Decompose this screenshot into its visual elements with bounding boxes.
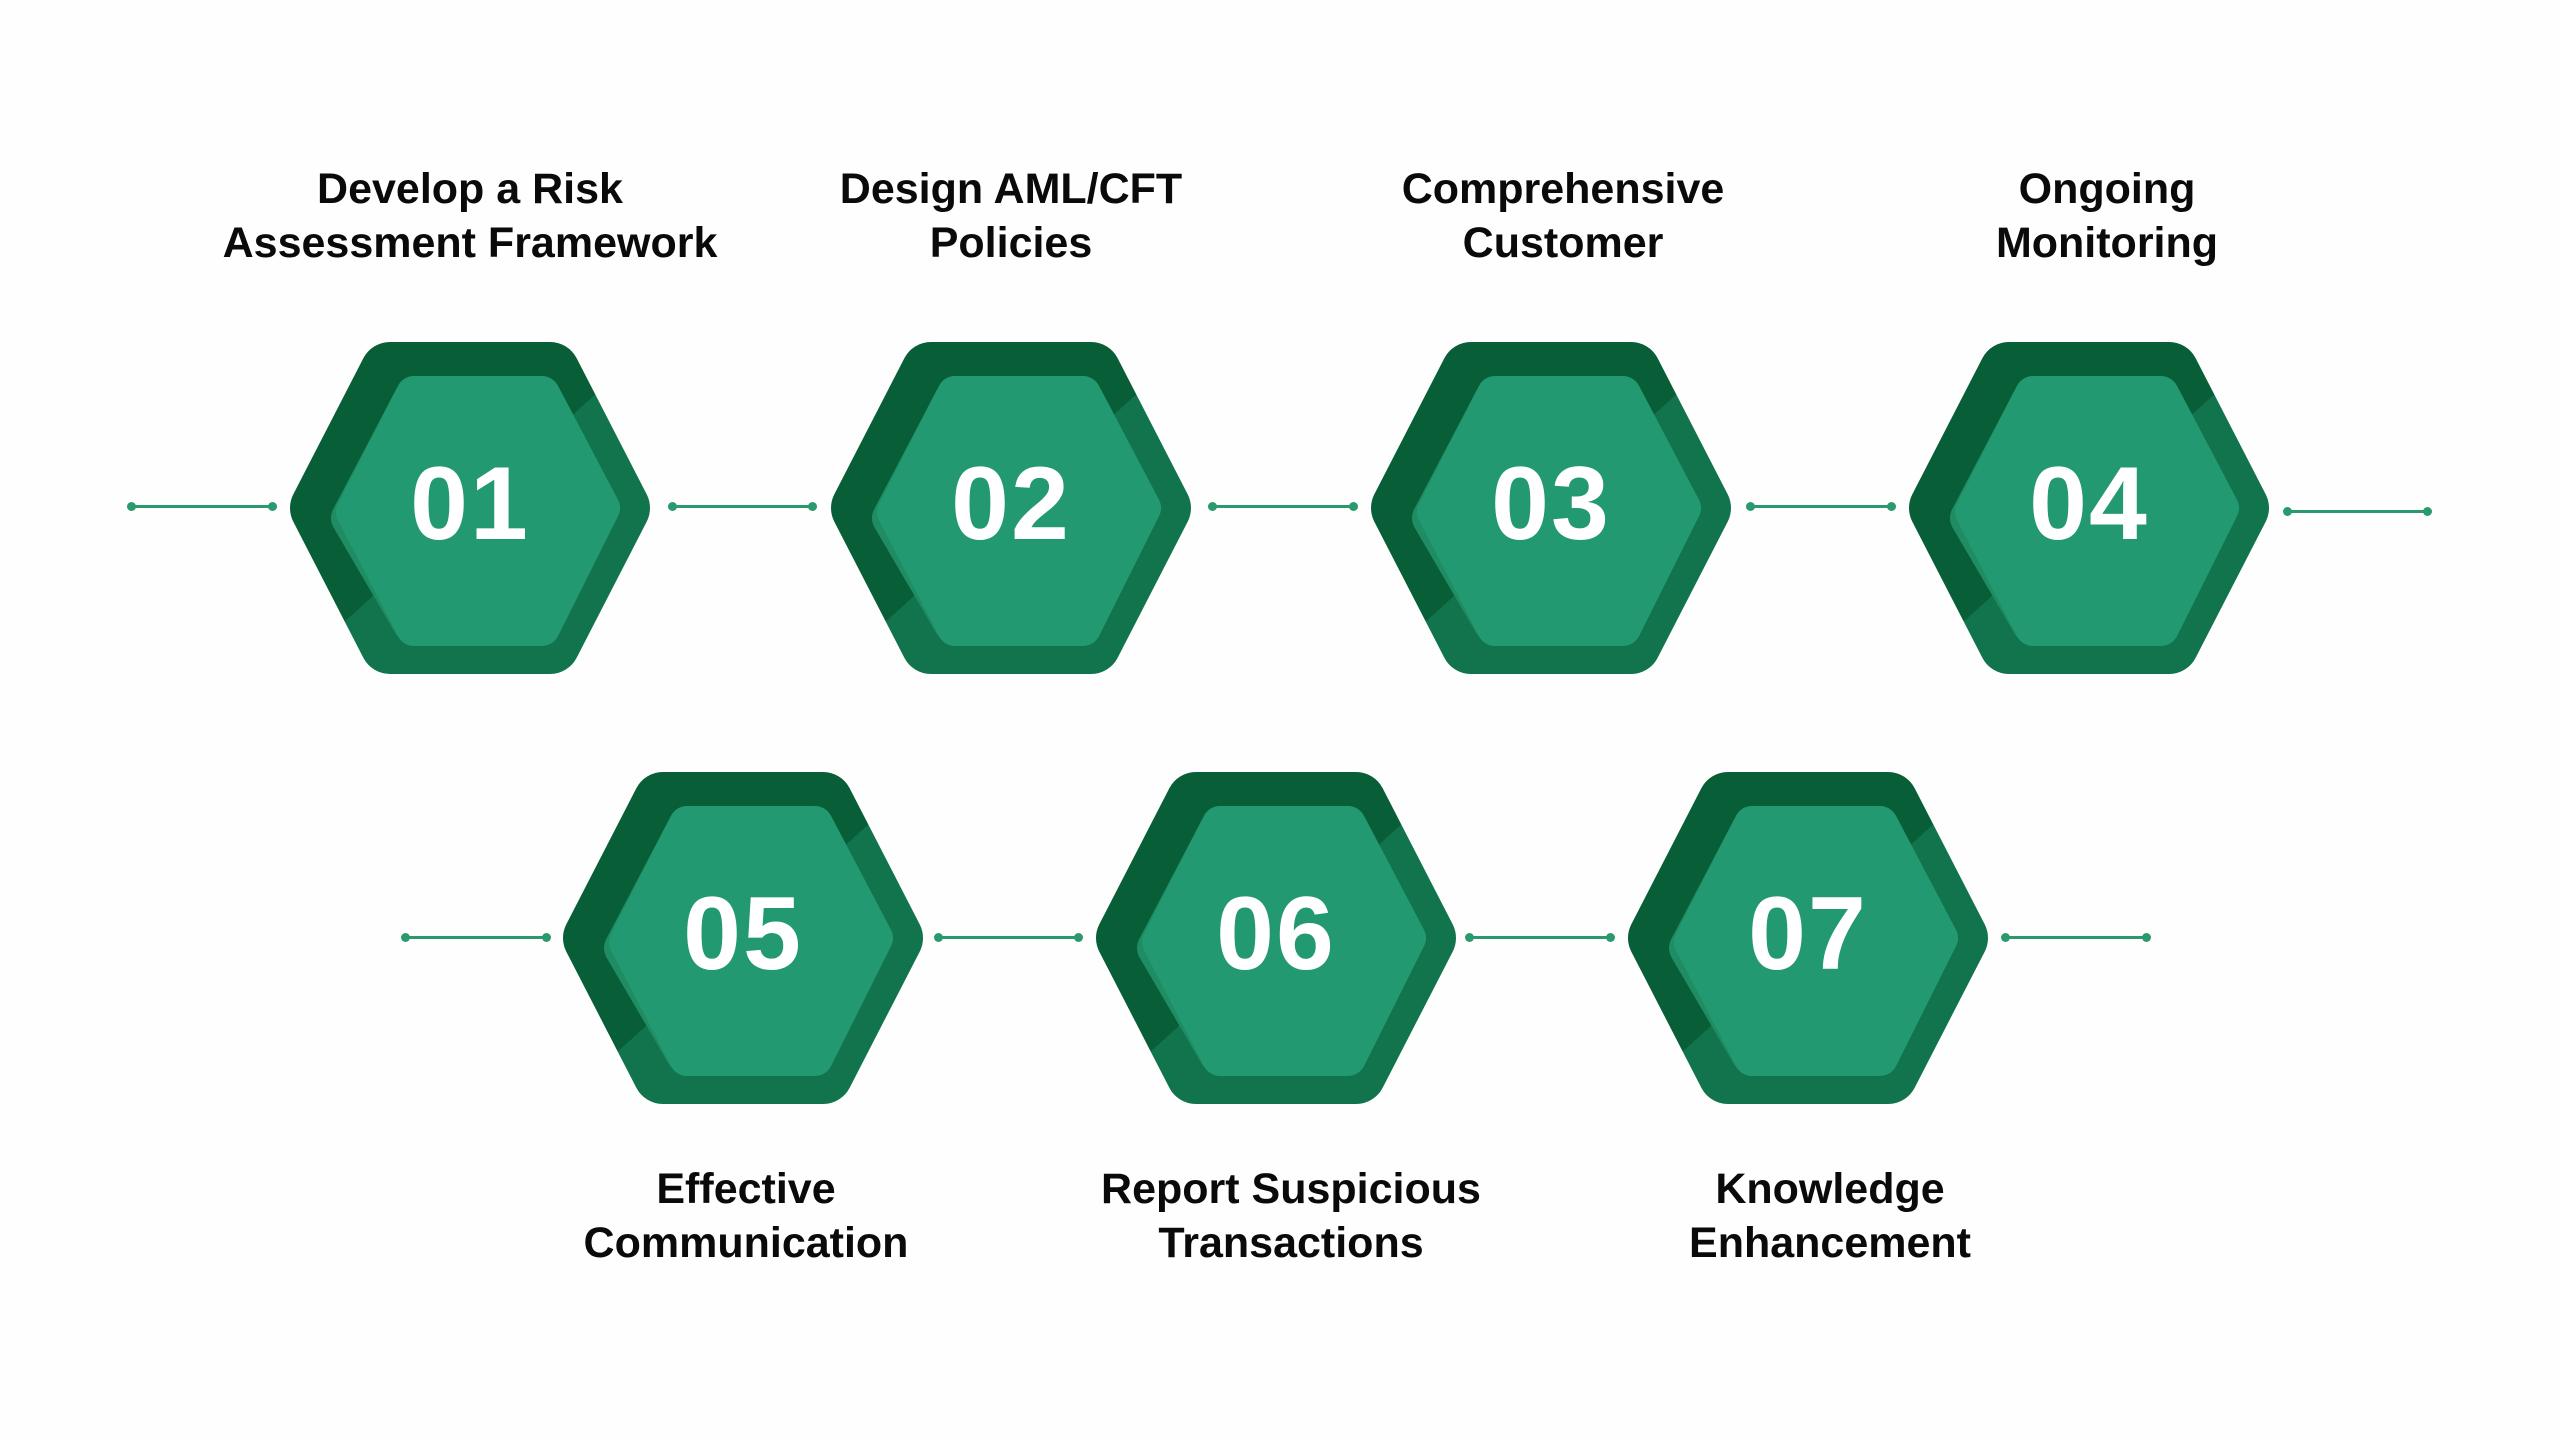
step-number: 05 <box>683 875 803 992</box>
step-hexagon-02: 02 <box>831 342 1191 674</box>
step-number: 07 <box>1748 875 1868 992</box>
step-label-05: Effective Communication <box>466 1162 1026 1270</box>
step-hexagon-04: 04 <box>1909 342 2269 674</box>
step-label-06: Report Suspicious Transactions <box>1011 1162 1571 1270</box>
label-line: Enhancement <box>1689 1219 1971 1267</box>
step-number: 03 <box>1491 445 1611 562</box>
step-number: 06 <box>1216 875 1336 992</box>
connector-line <box>2001 933 2151 942</box>
step-hexagon-07: 07 <box>1628 772 1988 1104</box>
label-line: Develop a Risk <box>317 165 623 213</box>
label-line: Transactions <box>1158 1219 1424 1267</box>
step-label-03: Comprehensive Customer <box>1283 162 1843 270</box>
connector-line <box>2283 507 2432 516</box>
step-number: 02 <box>951 445 1071 562</box>
step-hexagon-05: 05 <box>563 772 923 1104</box>
label-line: Assessment Framework <box>222 219 718 267</box>
label-line: Monitoring <box>1995 219 2219 267</box>
label-line: Ongoing <box>2018 165 2196 213</box>
step-label-04: Ongoing Monitoring <box>1827 162 2387 270</box>
label-line: Effective <box>656 1165 836 1213</box>
step-hexagon-01: 01 <box>290 342 650 674</box>
label-line: Knowledge <box>1715 1165 1945 1213</box>
step-number: 01 <box>410 445 530 562</box>
connector-line <box>1465 933 1615 942</box>
step-label-01: Develop a Risk Assessment Framework <box>190 162 750 270</box>
connector-line <box>127 502 277 511</box>
label-line: Report Suspicious <box>1101 1165 1481 1213</box>
step-hexagon-03: 03 <box>1371 342 1731 674</box>
connector-line <box>401 933 551 942</box>
connector-line <box>934 933 1083 942</box>
step-label-07: Knowledge Enhancement <box>1550 1162 2110 1270</box>
label-line: Comprehensive <box>1401 165 1725 213</box>
step-hexagon-06: 06 <box>1096 772 1456 1104</box>
connector-line <box>1746 502 1896 511</box>
connector-line <box>668 502 817 511</box>
label-line: Design AML/CFT <box>839 165 1183 213</box>
step-label-02: Design AML/CFT Policies <box>731 162 1291 270</box>
label-line: Communication <box>583 1219 909 1267</box>
label-line: Customer <box>1462 219 1664 267</box>
connector-line <box>1208 502 1358 511</box>
label-line: Policies <box>929 219 1093 267</box>
step-number: 04 <box>2029 445 2149 562</box>
